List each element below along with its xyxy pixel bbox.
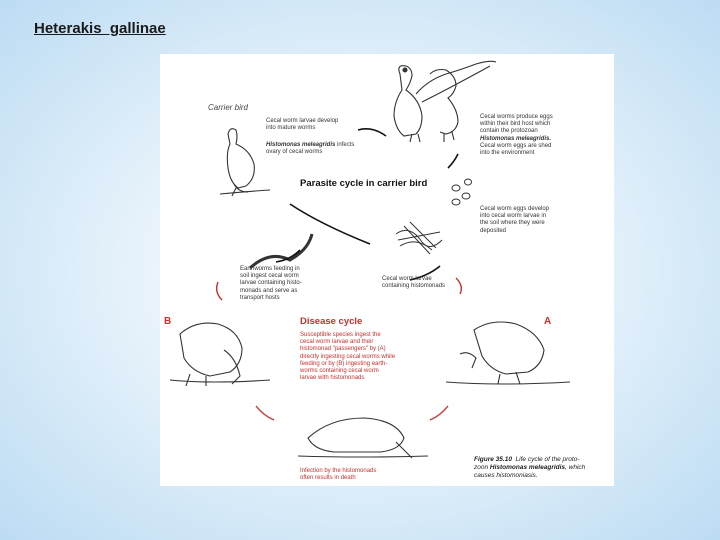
- text-susceptible: Susceptible species ingest the cecal wor…: [300, 332, 396, 382]
- disease-arrows: [215, 277, 463, 421]
- text-soil: Cecal worm eggs develop into cecal worm …: [480, 206, 550, 234]
- earthworm-illustration: [248, 233, 314, 270]
- turkey-a-illustration: [445, 321, 571, 385]
- text-eggs-species: Histomonas meleagridis.: [480, 135, 552, 142]
- text-larvae: Cecal worm larvae containing histomonads: [382, 276, 446, 290]
- caption-figure-number: Figure 35.10: [474, 456, 512, 463]
- text-eggs: Cecal worms produce eggs within their bi…: [480, 114, 553, 157]
- text-eggs-part-3: Cecal worm eggs are shed into the enviro…: [480, 142, 552, 157]
- life-cycle-figure: Carrier bird Cecal worm larvae develop i…: [160, 54, 614, 486]
- text-cecal-develop: Cecal worm larvae develop into mature wo…: [266, 118, 339, 132]
- carrier-bird-illustration: [219, 128, 271, 197]
- cycle-heading: Parasite cycle in carrier bird: [300, 178, 428, 189]
- caption-text-2: , which causes histomoniasis.: [474, 463, 586, 479]
- label-b: B: [164, 316, 172, 327]
- slide-title: Heterakis gallinae: [34, 20, 166, 37]
- turkey-b-illustration: [169, 322, 271, 387]
- larvae-illustration: [395, 221, 443, 255]
- pheasant-illustration: [393, 60, 497, 143]
- figure-caption: Figure 35.10 Life cycle of the proto- zo…: [474, 456, 585, 479]
- figure-drawings: [169, 60, 571, 459]
- text-eggs-part-1: Cecal worms produce eggs within their bi…: [480, 114, 553, 135]
- disease-heading: Disease cycle: [300, 316, 363, 327]
- text-histomonas-infects: Histomonas meleagridis infects ovary of …: [266, 142, 354, 156]
- caption-species: Histomonas meleagridis: [489, 463, 566, 471]
- text-infection: Infection by the histomonads often resul…: [300, 468, 377, 482]
- caption-text-1: Life cycle of the proto- zoon: [474, 456, 580, 471]
- label-a: A: [544, 316, 552, 327]
- sick-turkey-illustration: [297, 417, 429, 459]
- cycle-arrows: [275, 128, 459, 281]
- eggs-illustration: [451, 178, 472, 206]
- text-histomonas-infects-rest: infects ovary of cecal worms: [266, 142, 355, 156]
- text-histomonas-infects-species: Histomonas meleagridis: [266, 142, 336, 148]
- text-earthworms: Earthworms feeding in soil ingest cecal …: [240, 266, 302, 301]
- carrier-bird-label: Carrier bird: [208, 103, 249, 112]
